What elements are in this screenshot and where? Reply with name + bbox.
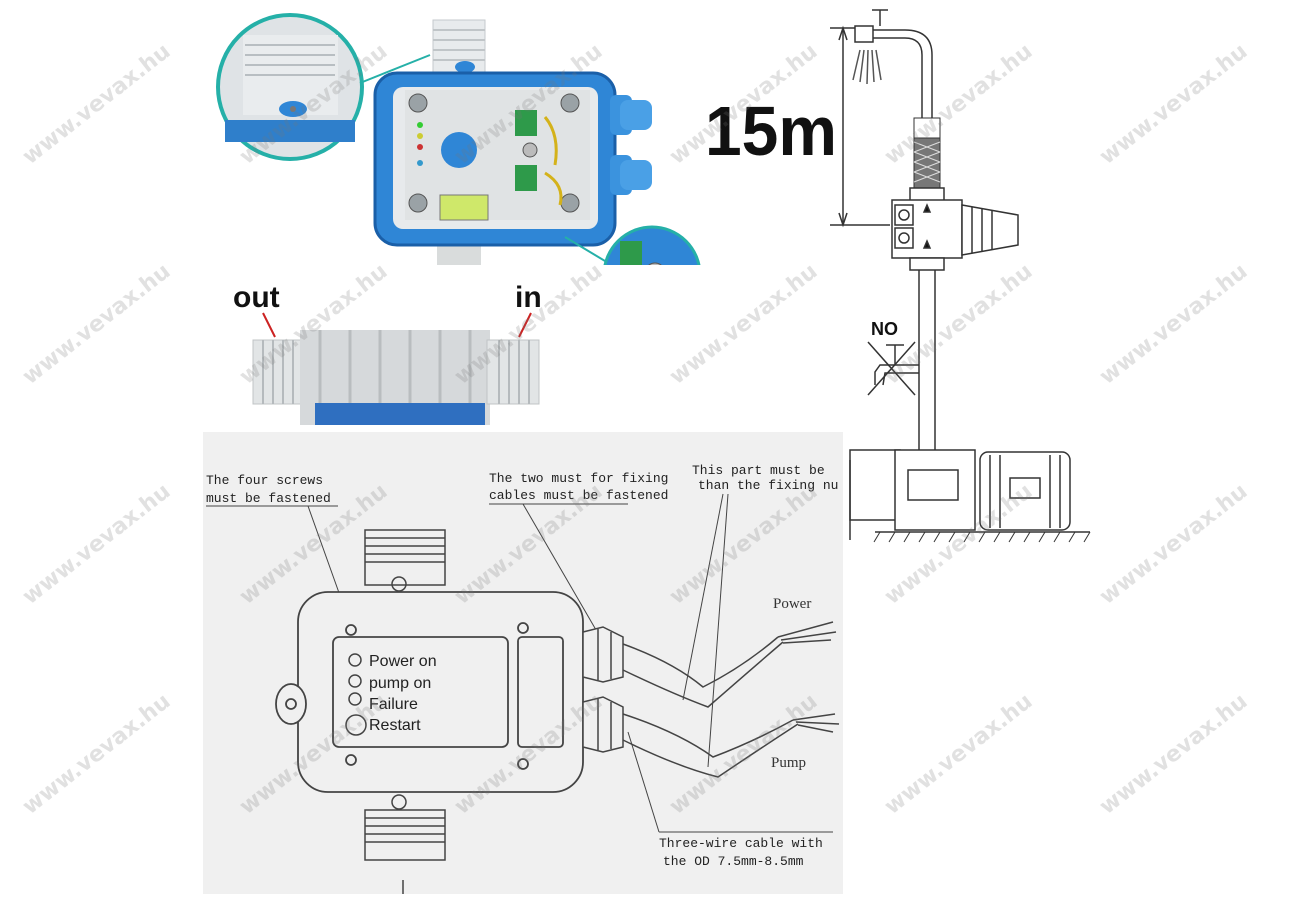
part-pointer-2	[707, 493, 729, 768]
wiring-manual-diagram: The four screws must be fastened The two…	[203, 432, 843, 894]
faucet-icon	[854, 9, 933, 120]
zoom-inset-terminal	[603, 225, 701, 265]
part-note-line1: This part must be	[692, 463, 825, 478]
watermark: www.vevax.hu	[18, 479, 176, 610]
cable-note-line1: Three-wire cable with	[659, 836, 823, 851]
pressure-controller	[891, 187, 1019, 271]
watermark: www.vevax.hu	[1095, 689, 1253, 820]
pump-cable-label: Pump	[771, 755, 806, 771]
supply-pipe	[918, 270, 936, 450]
ground-line	[873, 531, 1091, 543]
installation-diagram: 15m	[700, 0, 1110, 550]
led-power-on-label: Power on	[369, 653, 437, 670]
blue-base	[315, 403, 485, 425]
zoom-inset-thread	[216, 13, 364, 161]
screw-icon	[408, 93, 428, 113]
cable-glands	[582, 626, 624, 753]
power-led-icon	[348, 653, 362, 667]
screw-icon	[560, 93, 580, 113]
part-pointer-1	[682, 493, 724, 701]
nut-note-line1: The two must for fixing	[489, 471, 668, 486]
inlet-thread	[486, 339, 540, 405]
watermark: www.vevax.hu	[18, 689, 176, 820]
out-pointer	[262, 312, 276, 338]
restart-button-icon	[345, 714, 367, 736]
manual-top-thread	[364, 529, 446, 592]
screw-icon	[560, 193, 580, 213]
inset-connector-line	[359, 54, 431, 84]
controller-side-photo: out in	[215, 275, 570, 425]
screws-note-line2: must be fastened	[206, 491, 331, 506]
led-restart-label: Restart	[369, 717, 421, 734]
top-thread-fitting	[432, 19, 486, 81]
screw-icon	[408, 193, 428, 213]
watermark: www.vevax.hu	[18, 39, 176, 170]
no-label: NO	[871, 319, 898, 339]
watermark: www.vevax.hu	[1095, 259, 1253, 390]
power-cable	[622, 621, 837, 708]
water-stream	[852, 49, 882, 85]
pump-led-icon	[348, 674, 362, 688]
nut-note-line2: cables must be fastened	[489, 488, 668, 503]
in-label: in	[515, 281, 542, 314]
power-cable-label: Power	[773, 596, 811, 612]
led-panel: Power on pump on Failure Restart	[345, 653, 437, 736]
pump-cable	[622, 713, 840, 778]
circuit-board	[405, 90, 590, 221]
pump-motor	[849, 449, 1071, 540]
braided-hose	[913, 117, 941, 189]
height-label: 15m	[705, 92, 837, 170]
watermark: www.vevax.hu	[18, 259, 176, 390]
cable-note-line2: the OD 7.5mm-8.5mm	[663, 854, 804, 869]
part-note-line2: than the fixing nu	[698, 478, 838, 493]
out-label: out	[233, 281, 280, 314]
screws-note-line1: The four screws	[206, 473, 323, 488]
watermark: www.vevax.hu	[880, 689, 1038, 820]
in-pointer	[518, 312, 532, 338]
cable-note-pointer	[627, 731, 660, 833]
led-failure-label: Failure	[369, 696, 418, 713]
forbidden-tap-icon	[867, 341, 919, 396]
manual-bottom-thread	[364, 794, 446, 894]
watermark: www.vevax.hu	[1095, 39, 1253, 170]
controller-open-photo	[215, 5, 705, 265]
led-pump-on-label: pump on	[369, 675, 431, 692]
reset-button-knob	[441, 132, 477, 168]
nut-pointer	[522, 503, 604, 643]
outlet-thread	[252, 339, 304, 405]
watermark: www.vevax.hu	[1095, 479, 1253, 610]
failure-led-icon	[348, 692, 362, 706]
manual-controller-body	[275, 591, 584, 793]
